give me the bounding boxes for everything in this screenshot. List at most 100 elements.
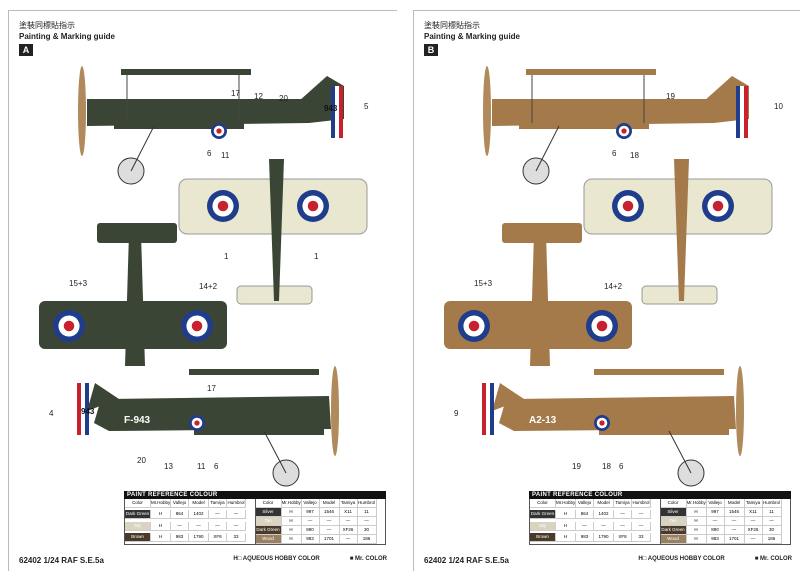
rudder-stripe [339,86,343,138]
kit-title: 62402 1/24 RAF S.E.5a [424,556,509,565]
callout-number: 12 [254,92,263,101]
roundel-red-center [307,200,319,212]
upper-wing-top [39,301,227,349]
table-cell: 1546 [724,508,745,517]
rudder-code: 943 [81,407,95,416]
table-cell: 864 [576,510,594,520]
upper-wing [189,369,319,375]
title-english: Painting & Marking guide [19,32,116,41]
table-cell: 983 [706,535,725,544]
column-header: Tamiya [209,499,227,508]
callout-number: 6 [612,149,617,158]
table-cell: 1701 [724,535,745,544]
tail-fin [87,383,119,411]
lower-wing [599,429,729,435]
table-cell: Sky [530,521,556,531]
callout-number: 14+2 [199,282,218,291]
table-cell: Brown [530,532,556,542]
side-view-right: A2-13 [483,66,749,185]
table-cell: Wood [660,535,687,544]
table-cell: H [686,535,707,544]
table-cell: 1402 [189,510,209,520]
column-header: Model Master [319,499,340,508]
table-cell: Dark Green [660,526,687,535]
table-cell: Brown [125,532,151,542]
table-cell: — [762,517,782,526]
table-cell: H [151,510,171,520]
rudder-stripe [482,383,486,435]
column-header: Model Master [594,499,614,508]
rudder-stripe [77,383,81,435]
legend-aqueous: H□ AQUEOUS HOBBY COLOR [638,556,725,562]
table-cell: — [319,526,340,535]
fuselage [87,99,344,126]
column-header: Vallejo [706,499,725,508]
fuselage-code: F-943 [271,123,298,134]
column-header: Tamiya [339,499,358,508]
table-cell: H [281,526,302,535]
callout-number: 6 [214,462,219,471]
roundel-red-center [191,320,203,332]
panel-scheme-b: 塗裝同標貼指示 Painting & Marking guide B 62402… [413,10,800,571]
table-cell: H [556,510,576,520]
rudder-stripe [85,383,89,435]
column-header: Tamiya [744,499,763,508]
table-cell: — [357,517,377,526]
table-cell: — [171,521,189,531]
callout-number: 13 [164,462,173,471]
table-cell: 1701 [319,535,340,544]
table-cell: 186 [357,535,377,544]
rudder-stripe [490,383,494,435]
callout-number: 15+3 [69,279,88,288]
column-header: Mr.Hobby [686,499,707,508]
table-cell: — [744,517,763,526]
column-header: Model Master [189,499,209,508]
rudder-stripe [81,383,85,435]
panel-scheme-a: 塗裝同標貼指示 Painting & Marking guide A 62402… [8,10,397,571]
table-cell: — [724,517,745,526]
title-chinese: 塗裝同標貼指示 [424,21,480,30]
legend-mr-color: ■ Mr. COLOR [349,556,387,562]
fuselage [492,99,749,126]
scheme-badge: B [424,44,438,56]
table-cell: 1546 [319,508,340,517]
callout-number: 15+3 [474,279,493,288]
table-cell: — [227,521,246,531]
propeller [483,66,491,156]
table-cell: 30 [357,526,377,535]
table-cell: 983 [171,532,189,542]
table-cell: — [576,521,594,531]
lower-wing [194,429,324,435]
callout-number: 5 [364,102,369,111]
table-cell: H [556,532,576,542]
table-cell: XF26 [339,526,358,535]
table-cell: Silver [255,508,282,517]
title-english: Painting & Marking guide [424,32,521,41]
table-cell: Dark Green [255,526,282,535]
roundel-red-center [712,200,724,212]
table-cell: H [281,535,302,544]
table-cell: — [614,521,632,531]
table-cell: — [301,517,320,526]
upper-wing [121,69,251,75]
table-cell: — [744,535,763,544]
rudder-stripe [331,86,335,138]
table-cell: 864 [171,510,189,520]
column-header: Mr.Hobby [281,499,302,508]
table-cell: Tan [255,517,282,526]
propeller [736,366,744,456]
column-header: Color [255,499,282,508]
table-cell: 890 [301,526,320,535]
lower-wing [519,123,649,129]
table-cell: XF8 [209,532,227,542]
callout-number: 19 [572,462,581,471]
table-cell: 997 [706,508,725,517]
column-header: Mr.Hobby [556,499,576,508]
table-cell: H [281,508,302,517]
table-cell: — [632,510,651,520]
table-cell: 983 [301,535,320,544]
